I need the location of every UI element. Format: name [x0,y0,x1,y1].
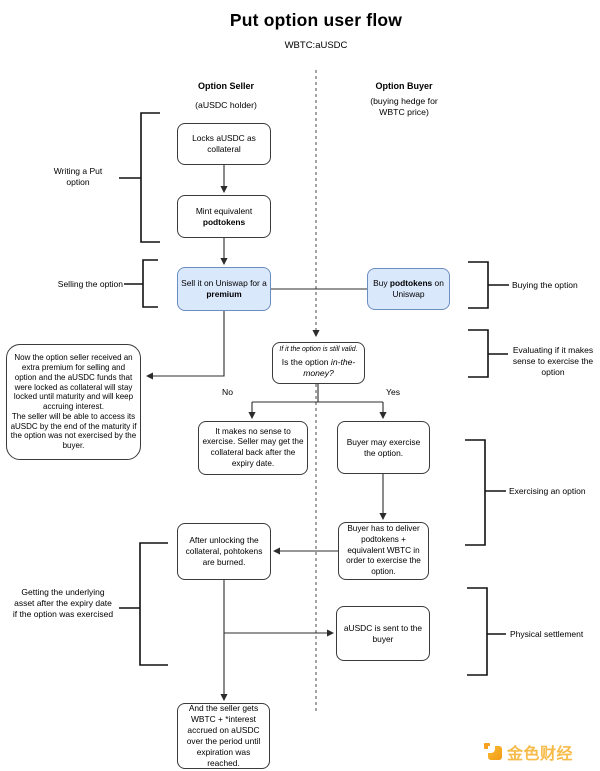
node-podtokens-burned: After unlocking the collateral, pohtoken… [177,523,271,580]
label-evaluating-exercise: Evaluating if it makes sense to exercise… [512,345,594,377]
node-seller-premium-note-text: Now the option seller received an extra … [10,353,137,450]
bracket-getting [119,542,168,666]
jinse-logo-text: 金色财经 [507,746,574,763]
node-seller-premium-note: Now the option seller received an extra … [6,344,141,460]
buyer-column-heading: Option Buyer [375,81,433,91]
bracket-buying [468,261,509,309]
node-sell-on-uniswap: Sell it on Uniswap for a premium [177,267,271,311]
node-lock-collateral: Locks aUSDC as collateral [177,123,271,165]
bracket-writing [119,112,160,243]
jinse-logo-icon [484,743,503,761]
node-no-sense-text: It makes no sense to exercise. Seller ma… [202,426,304,468]
bracket-evaluating [468,329,508,378]
node-sell-on-uniswap-text: Sell it on Uniswap for a premium [181,278,267,299]
node-mint-podtokens-text: Mint equivalent podtokens [195,205,253,227]
bracket-physical [467,587,506,676]
node-buyer-may-exercise-text: Buyer may exercise the option. [346,436,421,458]
node-deliver-podtokens-text: Buyer has to deliver podtokens + equival… [346,524,421,576]
label-getting-underlying-asset: Getting the underlying asset after the e… [12,587,114,619]
node-no-sense-exercise: It makes no sense to exercise. Seller ma… [198,421,308,475]
page-subtitle: WBTC:aUSDC [284,40,348,51]
node-buyer-may-exercise: Buyer may exercise the option. [337,421,430,474]
label-writing-put-option: Writing a Put option [53,166,103,187]
buyer-column-subheading: (buying hedge for WBTC price) [370,96,438,117]
node-decision-in-the-money: If it the option is still valid. Is the … [272,342,365,384]
node-deliver-podtokens: Buyer has to deliver podtokens + equival… [338,522,429,580]
node-mint-podtokens: Mint equivalent podtokens [177,195,271,238]
branch-horizontal [252,384,383,403]
label-buying-the-option: Buying the option [512,280,578,290]
label-selling-the-option: Selling the option [57,279,123,289]
arrow-sell-to-note [145,311,225,380]
seller-column-subheading: (aUSDC holder) [195,100,257,110]
node-seller-gets-wbtc: And the seller gets WBTC + *interest acc… [177,703,270,769]
label-physical-settlement: Physical settlement [510,629,584,639]
jinse-finance-watermark: 金色财经 [484,740,573,764]
branch-label-no: No [222,387,233,397]
page-title: Put option user flow [229,10,403,30]
node-buy-podtokens-text: Buy podtokens on Uniswap [373,278,444,299]
label-exercising-an-option: Exercising an option [509,486,586,496]
node-decision-text: If it the option is still valid. Is the … [279,346,358,379]
bracket-selling [124,259,158,308]
node-ausdc-sent: aUSDC is sent to the buyer [336,606,430,661]
node-podtokens-burned-text: After unlocking the collateral, pohtoken… [185,535,263,567]
node-buy-podtokens: Buy podtokens on Uniswap [367,268,450,310]
node-lock-collateral-text: Locks aUSDC as collateral [192,133,256,154]
node-ausdc-sent-text: aUSDC is sent to the buyer [343,622,423,644]
seller-column-heading: Option Seller [197,81,254,91]
branch-label-yes: Yes [386,387,401,397]
node-seller-gets-text: And the seller gets WBTC + *interest acc… [186,703,261,768]
bracket-exercising [465,439,506,546]
